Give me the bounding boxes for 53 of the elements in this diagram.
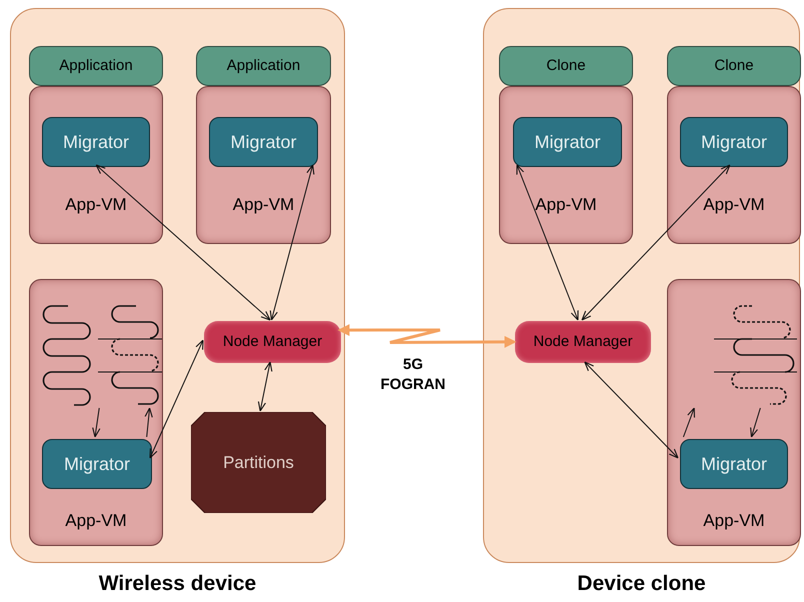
- node-label: App-VM: [64, 510, 128, 532]
- arrow: [144, 407, 153, 438]
- migrator-box: [513, 117, 622, 167]
- vm-container: [667, 86, 801, 244]
- vm-container: [499, 86, 633, 244]
- vm-container: [29, 279, 163, 546]
- node-label: Clone: [714, 56, 754, 76]
- application-tab: [667, 46, 801, 86]
- arrow: [584, 361, 679, 459]
- migrator-box: [680, 117, 788, 167]
- arrow: [270, 164, 314, 321]
- arrow: [96, 164, 271, 321]
- vm-container: [196, 86, 331, 244]
- arrow: [92, 408, 100, 438]
- application-tab: [499, 46, 633, 86]
- node-label: Migrator: [64, 452, 130, 476]
- application-tab: [29, 46, 163, 86]
- node-manager-box: [204, 321, 341, 363]
- migrator-box: [42, 439, 152, 489]
- node-label: Partitions: [223, 452, 294, 474]
- arrow: [149, 340, 204, 459]
- node-label: Application: [59, 56, 133, 76]
- migrator-box: [209, 117, 318, 167]
- node-label: App-VM: [232, 194, 296, 216]
- edge-label: 5G FOGRAN: [380, 355, 446, 395]
- arrow: [682, 407, 695, 438]
- vm-container: [29, 86, 163, 244]
- node-label: Application: [226, 56, 300, 76]
- panel-title: Wireless device: [98, 572, 258, 596]
- arrow: [750, 408, 761, 438]
- node-label: Node Manager: [222, 332, 322, 352]
- node-label: Clone: [546, 56, 586, 76]
- panel-title: Device clone: [576, 572, 707, 596]
- migrator-box: [42, 117, 150, 167]
- node-label: App-VM: [64, 194, 128, 216]
- arrow: [338, 324, 516, 348]
- arrow: [516, 164, 579, 321]
- migrator-box: [680, 439, 788, 489]
- application-tab: [196, 46, 331, 86]
- arrow: [581, 164, 730, 321]
- node-label: Migrator: [700, 130, 767, 154]
- node-manager-box: [515, 321, 651, 363]
- node-label: Migrator: [230, 130, 296, 154]
- node-label: App-VM: [702, 510, 766, 532]
- node-label: Migrator: [534, 130, 600, 154]
- node-label: Migrator: [62, 130, 129, 154]
- arrow: [258, 361, 272, 412]
- node-label: Migrator: [700, 452, 767, 476]
- vm-container: [667, 279, 801, 546]
- node-label: Node Manager: [533, 332, 633, 352]
- partitions-octagon: [191, 412, 326, 513]
- node-label: App-VM: [534, 194, 598, 216]
- node-label: App-VM: [702, 194, 766, 216]
